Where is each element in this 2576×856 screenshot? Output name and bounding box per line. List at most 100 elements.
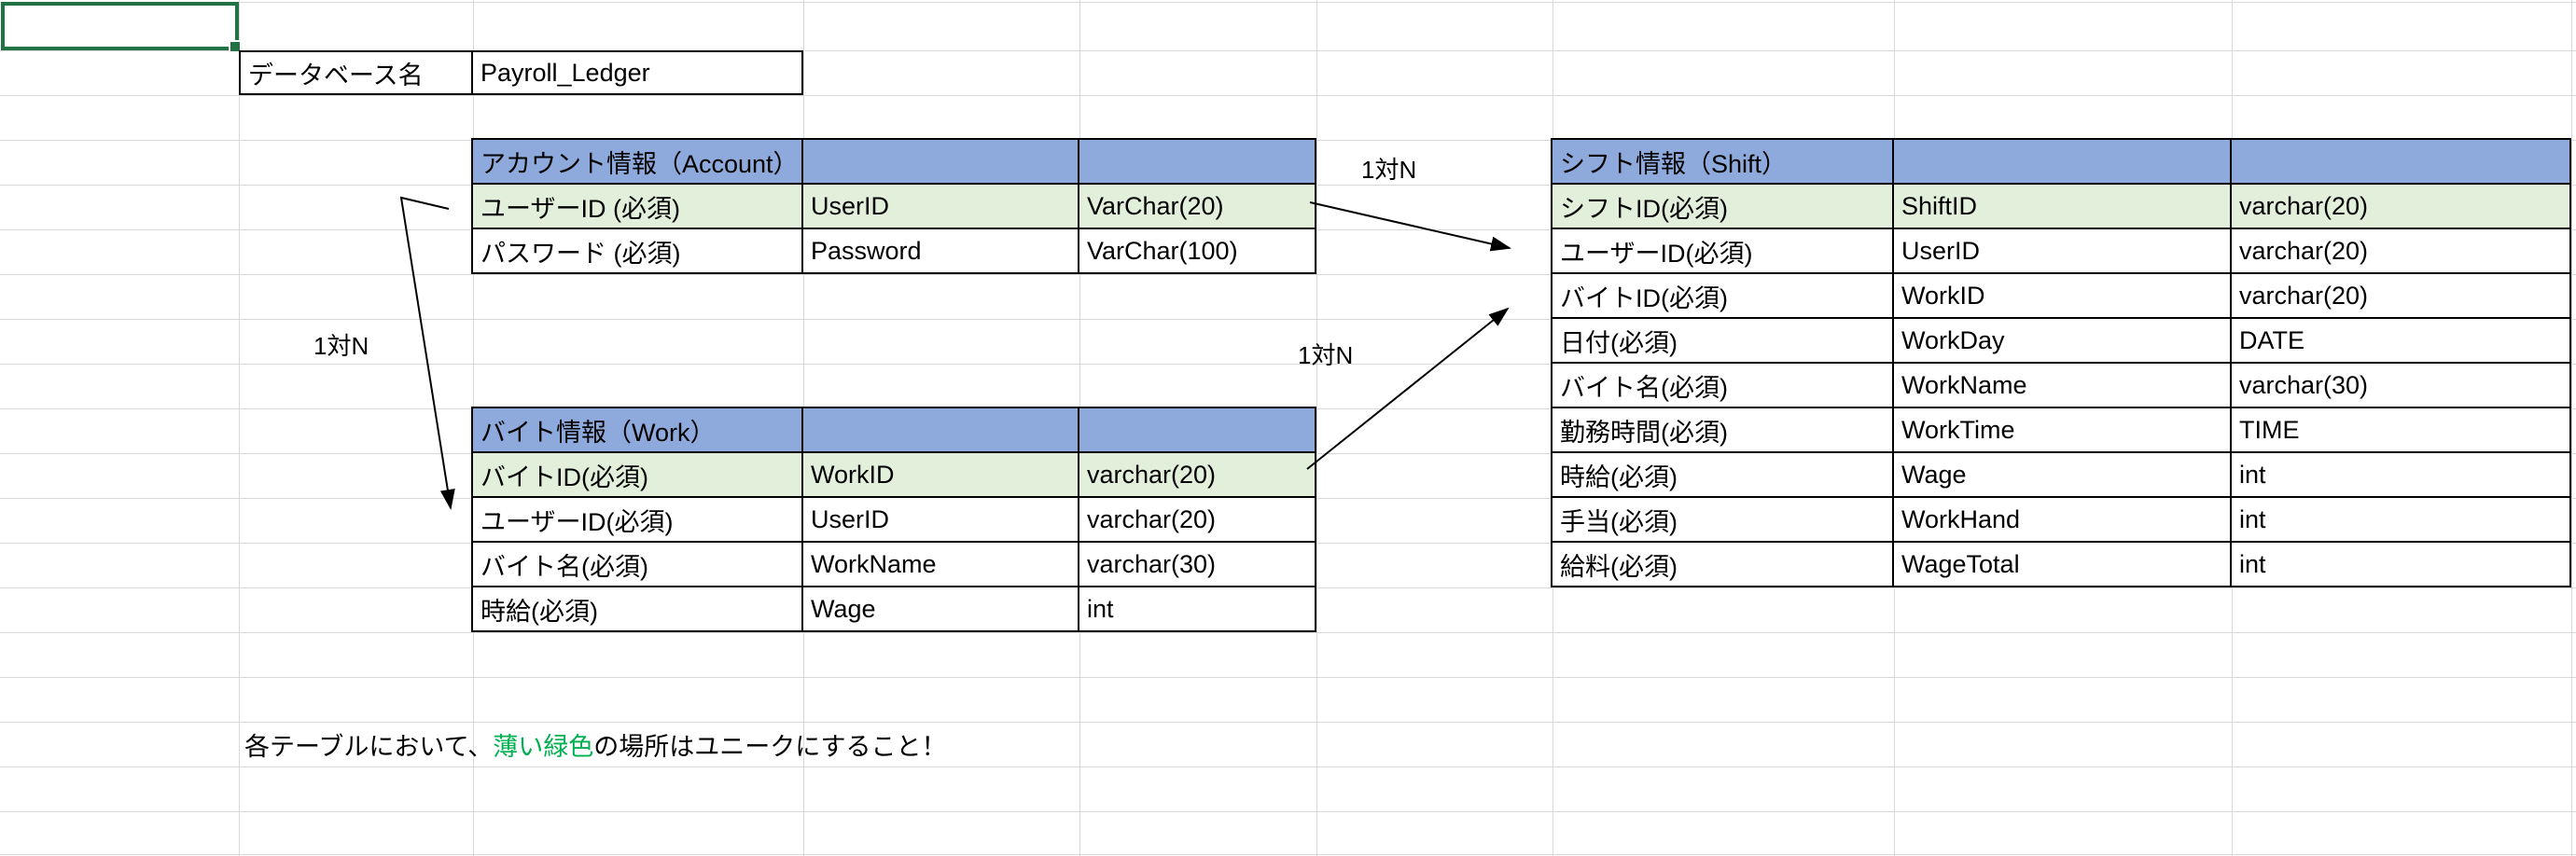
fill-handle[interactable]: [229, 40, 242, 53]
table-header-row: アカウント情報（Account）: [473, 140, 1316, 185]
gridline: [0, 722, 2576, 723]
database-name-label-cell[interactable]: データベース名: [239, 50, 473, 95]
active-cell-selection[interactable]: [1, 2, 242, 53]
table-cell[interactable]: DATE: [2232, 319, 2571, 364]
table-header-cell[interactable]: [2232, 140, 2571, 185]
table-cell[interactable]: ShiftID: [1894, 185, 2232, 229]
table-cell[interactable]: WorkID: [803, 453, 1079, 498]
gridline: [0, 95, 2576, 96]
relation-label-account-work[interactable]: 1対N: [313, 332, 369, 360]
table-cell[interactable]: WorkName: [1894, 364, 2232, 408]
table-cell[interactable]: Wage: [1894, 453, 2232, 498]
table-cell[interactable]: VarChar(100): [1079, 229, 1316, 274]
table-header-row: シフト情報（Shift）: [1553, 140, 2571, 185]
table-cell[interactable]: Wage: [803, 587, 1079, 632]
table-header-cell[interactable]: [1894, 140, 2232, 185]
table-cell[interactable]: UserID: [803, 185, 1079, 229]
table-title-cell[interactable]: アカウント情報（Account）: [473, 140, 803, 185]
relation-arrow-account-work[interactable]: [399, 196, 455, 510]
table-cell[interactable]: UserID: [803, 498, 1079, 543]
table-cell[interactable]: VarChar(20): [1079, 185, 1316, 229]
table-cell[interactable]: varchar(30): [2232, 364, 2571, 408]
relation-arrow-work-shift[interactable]: [1306, 307, 1510, 470]
table-title-cell[interactable]: シフト情報（Shift）: [1553, 140, 1894, 185]
table-cell[interactable]: varchar(20): [2232, 274, 2571, 319]
table-cell[interactable]: varchar(20): [1079, 453, 1316, 498]
table-cell[interactable]: WorkName: [803, 543, 1079, 587]
table-cell[interactable]: varchar(20): [2232, 185, 2571, 229]
gridline: [0, 677, 2576, 678]
table-cell[interactable]: バイト名(必須): [1553, 364, 1894, 408]
relation-label-account-shift[interactable]: 1対N: [1361, 156, 1417, 184]
gridline: [239, 0, 240, 856]
table-header-cell[interactable]: [803, 408, 1079, 453]
note-text-highlight: 薄い緑色: [493, 732, 594, 761]
gridline: [0, 319, 2576, 320]
note-text-pre: 各テーブルにおいて、: [244, 732, 494, 761]
table-cell[interactable]: ユーザーID (必須): [473, 185, 803, 229]
table-cell[interactable]: int: [2232, 543, 2571, 587]
table-header-row: バイト情報（Work）: [473, 408, 1316, 453]
table-cell[interactable]: Password: [803, 229, 1079, 274]
table-header-cell[interactable]: [803, 140, 1079, 185]
table-cell[interactable]: バイトID(必須): [473, 453, 803, 498]
table-header-cell[interactable]: [1079, 408, 1316, 453]
table-cell[interactable]: WageTotal: [1894, 543, 2232, 587]
note-text-post: の場所はユニークにすること！: [593, 732, 947, 761]
relation-arrow-account-shift[interactable]: [1309, 201, 1511, 252]
table-cell[interactable]: パスワード (必須): [473, 229, 803, 274]
table-header-cell[interactable]: [1079, 140, 1316, 185]
table-cell[interactable]: WorkTime: [1894, 408, 2232, 453]
gridline: [0, 766, 2576, 767]
relation-label-work-shift[interactable]: 1対N: [1298, 341, 1354, 369]
table-cell[interactable]: 手当(必須): [1553, 498, 1894, 543]
gridline: [1316, 0, 1317, 856]
table-cell[interactable]: 時給(必須): [1553, 453, 1894, 498]
table-cell[interactable]: varchar(20): [1079, 498, 1316, 543]
table-cell[interactable]: ユーザーID(必須): [1553, 229, 1894, 274]
table-cell[interactable]: 日付(必須): [1553, 319, 1894, 364]
table-cell[interactable]: int: [2232, 453, 2571, 498]
table-cell[interactable]: UserID: [1894, 229, 2232, 274]
table-cell[interactable]: バイトID(必須): [1553, 274, 1894, 319]
table-cell[interactable]: バイト名(必須): [473, 543, 803, 587]
table-cell[interactable]: WorkDay: [1894, 319, 2232, 364]
table-cell[interactable]: varchar(30): [1079, 543, 1316, 587]
gridline: [0, 632, 2576, 633]
table-cell[interactable]: 給料(必須): [1553, 543, 1894, 587]
table-cell[interactable]: TIME: [2232, 408, 2571, 453]
gridline: [0, 274, 2576, 275]
gridline: [0, 811, 2576, 812]
table-title-cell[interactable]: バイト情報（Work）: [473, 408, 803, 453]
gridline: [2571, 0, 2572, 856]
table-cell[interactable]: シフトID(必須): [1553, 185, 1894, 229]
gridline: [0, 364, 2576, 365]
table-cell[interactable]: WorkHand: [1894, 498, 2232, 543]
gridline: [0, 854, 2576, 855]
table-cell[interactable]: 時給(必須): [473, 587, 803, 632]
database-name-value-cell[interactable]: Payroll_Ledger: [471, 50, 803, 95]
gridline: [0, 50, 2576, 51]
table-cell[interactable]: int: [1079, 587, 1316, 632]
table-cell[interactable]: WorkID: [1894, 274, 2232, 319]
table-cell[interactable]: ユーザーID(必須): [473, 498, 803, 543]
table-cell[interactable]: varchar(20): [2232, 229, 2571, 274]
table-cell[interactable]: 勤務時間(必須): [1553, 408, 1894, 453]
note-cell[interactable]: 各テーブルにおいて、薄い緑色の場所はユニークにすること！: [244, 722, 947, 766]
table-cell[interactable]: int: [2232, 498, 2571, 543]
